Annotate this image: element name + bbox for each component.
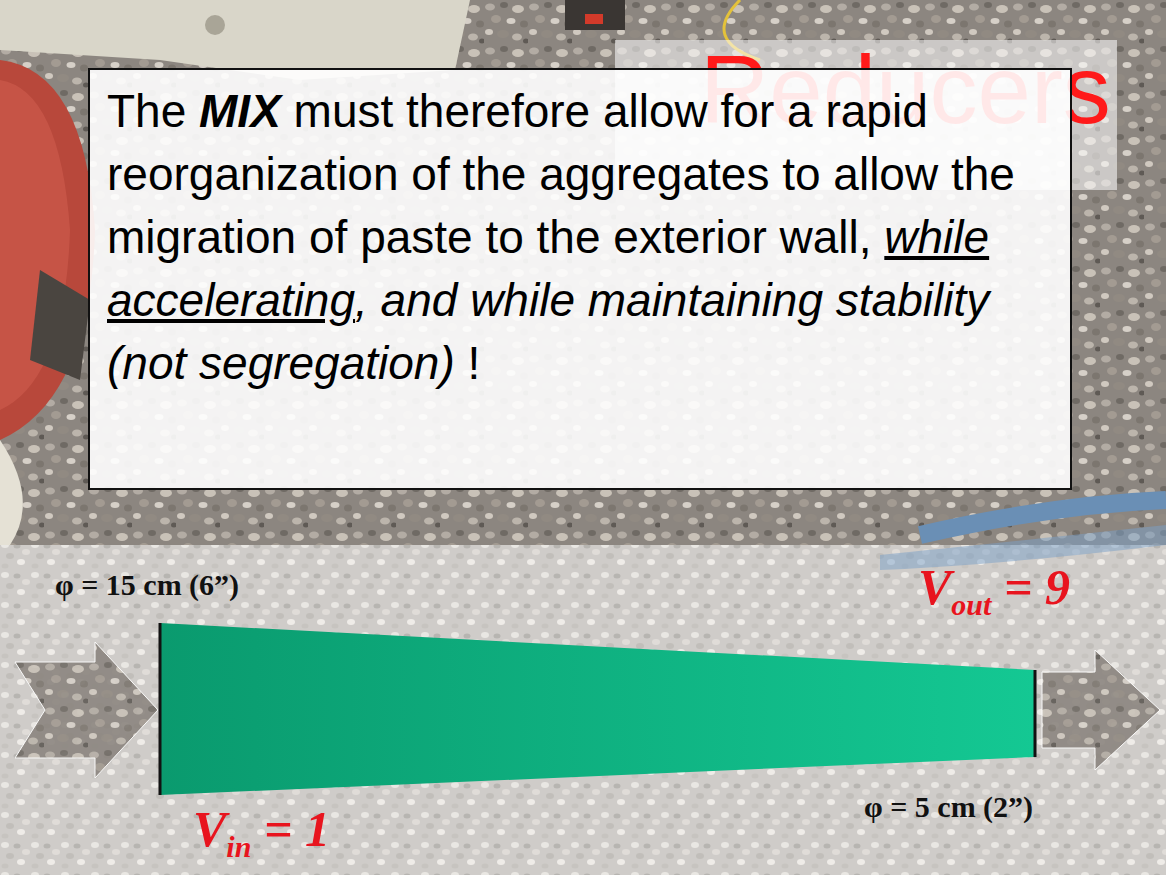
text-run: allow: [603, 85, 721, 137]
text-run: reorganization: [107, 148, 411, 200]
text-run: therefore: [406, 85, 603, 137]
text-run: V: [918, 559, 951, 615]
text-run: V: [193, 801, 226, 857]
text-run: allow: [833, 148, 951, 200]
text-run: while: [884, 211, 989, 263]
text-run: the: [537, 211, 614, 263]
text-run: for: [721, 85, 787, 137]
text-run: segregation): [199, 337, 468, 389]
text-run: rapid: [825, 85, 927, 137]
text-run: of: [309, 211, 360, 263]
subscript: out: [951, 588, 991, 621]
text-run: a: [787, 85, 825, 137]
diameter-label: φ = 15 cm (6”): [55, 568, 239, 602]
text-run: ,: [355, 274, 381, 326]
text-run: MIX: [199, 85, 294, 137]
text-run: of: [411, 148, 462, 200]
text-run: (not: [107, 337, 199, 389]
text-run: The: [107, 85, 199, 137]
text-run: = 1: [251, 801, 330, 857]
velocity-label: Vin = 1: [193, 800, 330, 864]
text-run: exterior: [613, 211, 779, 263]
text-run: the: [462, 148, 539, 200]
text-run: while: [470, 274, 588, 326]
text-run: to: [782, 148, 833, 200]
text-run: maintaining: [588, 274, 836, 326]
text-box: The MIX must therefore allow for a rapid…: [88, 68, 1072, 490]
subscript: in: [226, 830, 251, 863]
text-run: to: [485, 211, 536, 263]
text-run: = 9: [991, 559, 1070, 615]
text-run: migration: [107, 211, 309, 263]
text-run: aggregates: [539, 148, 782, 200]
text-run: and: [381, 274, 471, 326]
velocity-label: Vout = 9: [918, 558, 1070, 622]
text-run: wall,: [780, 211, 885, 263]
text-run: must: [294, 85, 406, 137]
text-run: accelerating: [107, 274, 355, 326]
text-run: the: [951, 148, 1015, 200]
reducer-shape: [160, 623, 1035, 795]
diameter-label: φ = 5 cm (2”): [864, 790, 1033, 824]
box-text: The MIX must therefore allow for a rapid…: [90, 70, 1070, 409]
text-run: !: [468, 337, 481, 389]
text-run: paste: [360, 211, 485, 263]
text-run: stability: [836, 274, 989, 326]
